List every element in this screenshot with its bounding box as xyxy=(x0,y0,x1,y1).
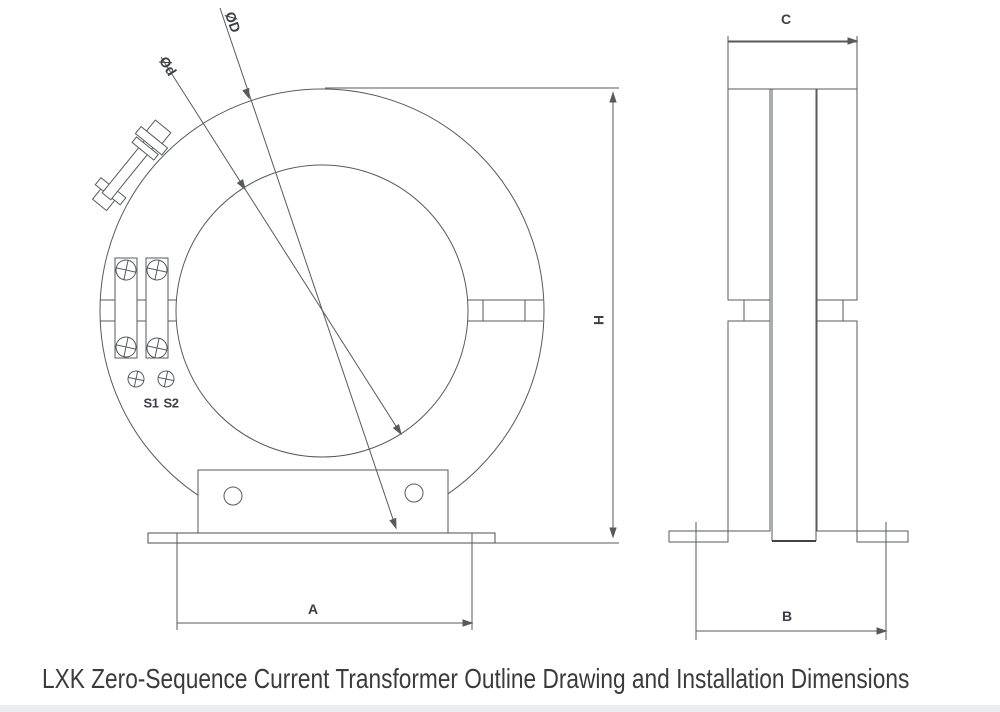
dim-base-width-a xyxy=(176,533,474,630)
bracket-hole-right xyxy=(404,483,424,503)
side-bar-lower-left xyxy=(727,320,771,532)
footer-band xyxy=(0,705,1000,712)
dim-outer-diameter xyxy=(219,7,397,530)
front-view xyxy=(91,88,545,544)
side-base-flange-right xyxy=(856,530,909,543)
drawing-caption: LXK Zero-Sequence Current Transformer Ou… xyxy=(42,663,910,694)
inner-bore-circle xyxy=(175,164,469,458)
side-center-strip xyxy=(771,89,817,542)
base-plate xyxy=(147,532,496,544)
dim-inner-diameter xyxy=(160,56,402,436)
clamp-bolt-assembly xyxy=(91,119,172,212)
dim-label-mounting-width: B xyxy=(781,608,793,624)
terminal-label-s2: S2 xyxy=(163,395,179,411)
side-split-neck-right xyxy=(816,299,844,322)
bracket-hole-left xyxy=(223,486,243,506)
terminal-screw-icons xyxy=(115,259,175,388)
dim-label-height: H xyxy=(591,314,607,326)
side-bar-upper-left xyxy=(727,88,771,301)
terminal-block-left xyxy=(114,257,138,359)
side-split-neck-left xyxy=(743,299,771,322)
side-base-flange-left xyxy=(668,530,729,543)
side-view xyxy=(668,36,909,543)
dim-label-base-width: A xyxy=(307,601,319,617)
split-latch-right xyxy=(468,299,543,322)
terminal-label-s1: S1 xyxy=(143,395,159,411)
dim-mounting-width-b xyxy=(695,522,888,640)
side-bar-upper-right xyxy=(816,88,858,301)
side-top-cap xyxy=(727,41,858,90)
dim-label-depth: C xyxy=(780,11,792,27)
dim-height xyxy=(325,87,619,544)
dim-depth-c xyxy=(728,37,859,45)
side-bar-lower-right xyxy=(816,320,858,532)
